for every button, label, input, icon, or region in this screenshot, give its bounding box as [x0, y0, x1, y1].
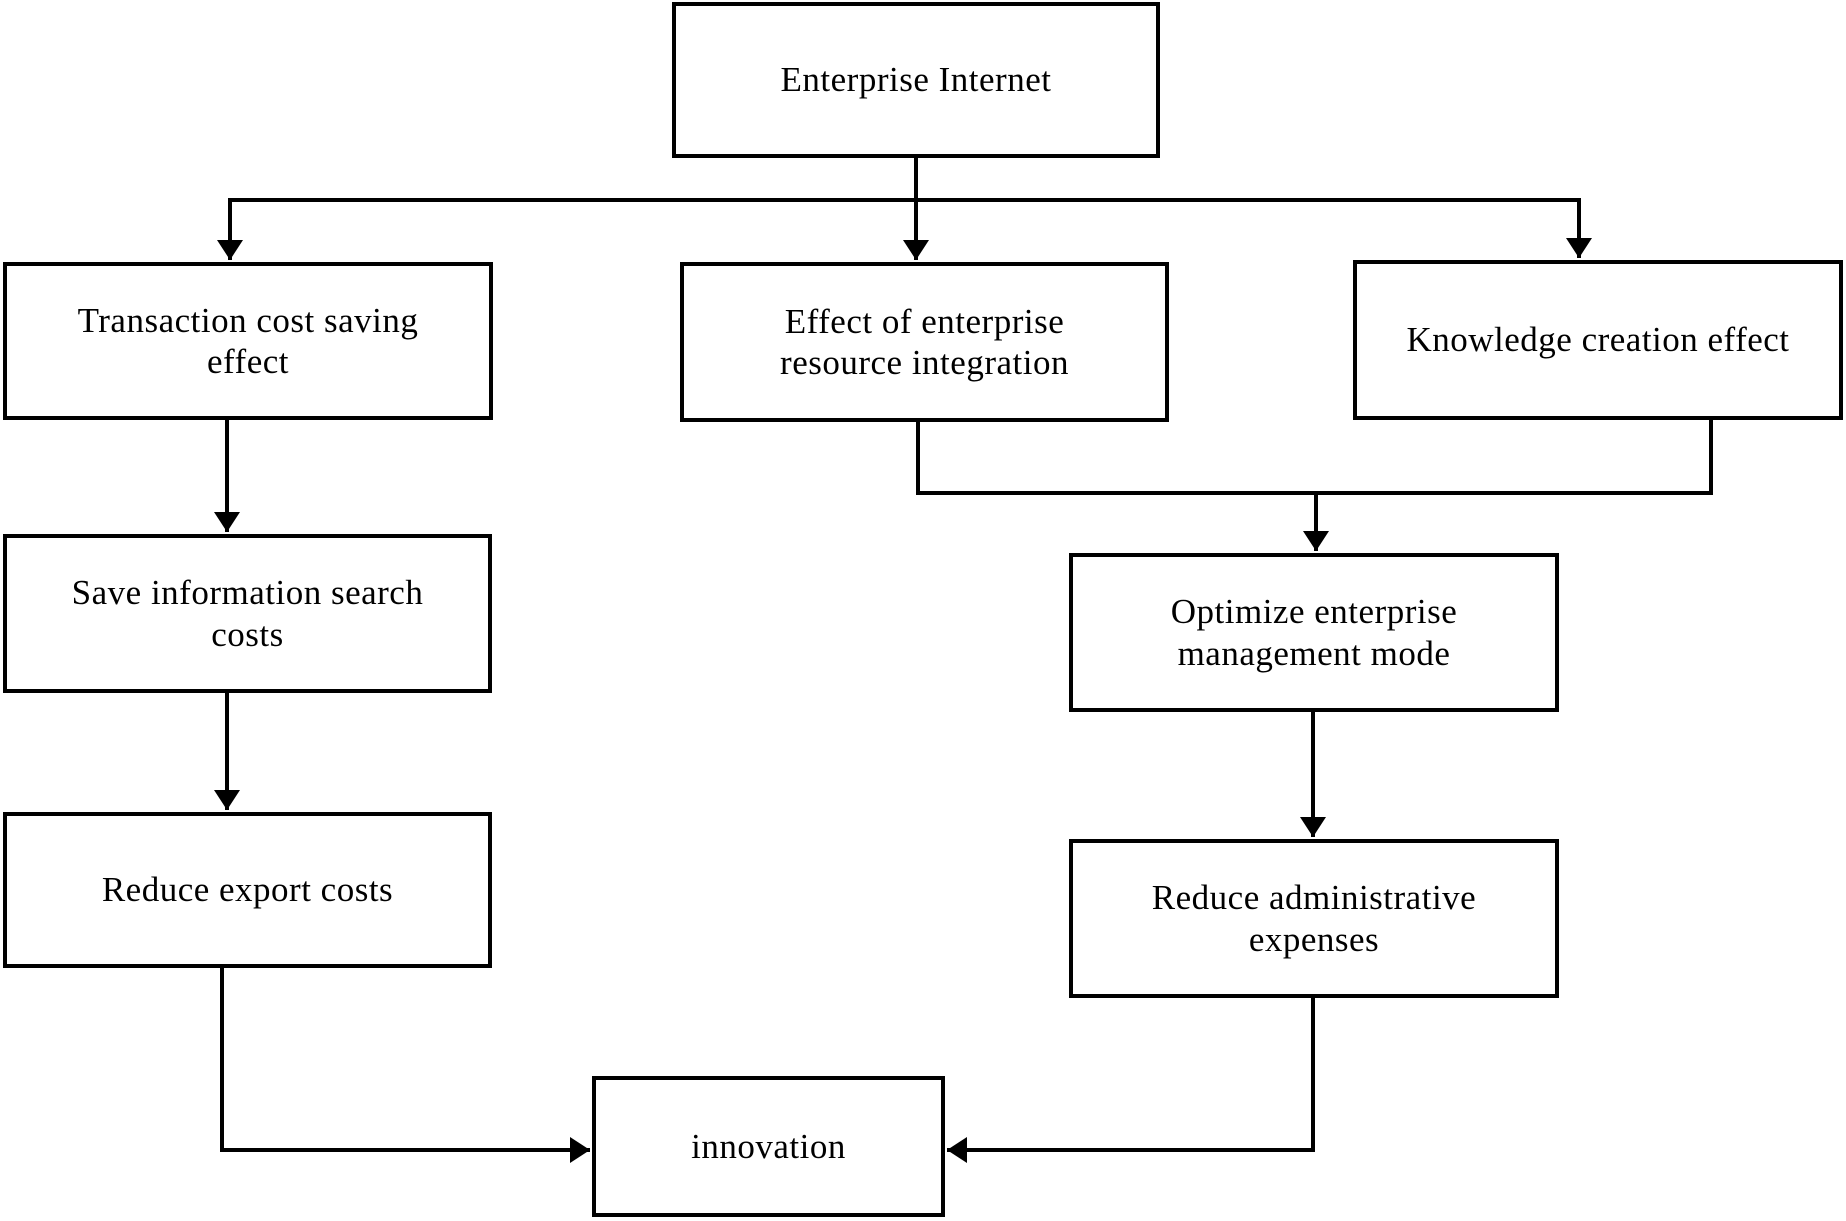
node-label: Save information search costs: [71, 573, 424, 654]
node-label: Enterprise Internet: [780, 60, 1052, 100]
node-save-information-search-costs: Save information search costs: [3, 534, 492, 693]
node-label: Reduce administrative expenses: [1151, 878, 1477, 959]
edge-reduce-export-to-innovation: [220, 968, 590, 1163]
node-label: Reduce export costs: [101, 870, 394, 910]
node-reduce-administrative-expenses: Reduce administrative expenses: [1069, 839, 1559, 998]
node-label: Transaction cost saving effect: [77, 300, 419, 381]
node-reduce-export-costs: Reduce export costs: [3, 812, 492, 968]
node-optimize-enterprise-management-mode: Optimize enterprise management mode: [1069, 553, 1559, 712]
node-innovation: innovation: [592, 1076, 945, 1217]
node-knowledge-creation-effect: Knowledge creation effect: [1353, 260, 1843, 420]
edge-reduce-admin-to-innovation: [947, 998, 1315, 1163]
node-enterprise-internet: Enterprise Internet: [672, 2, 1160, 158]
node-label: Knowledge creation effect: [1406, 320, 1790, 360]
node-label: Effect of enterprise resource integratio…: [780, 301, 1069, 382]
node-label: innovation: [691, 1126, 846, 1166]
node-label: Optimize enterprise management mode: [1170, 592, 1458, 673]
node-effect-of-enterprise-resource-integration: Effect of enterprise resource integratio…: [680, 262, 1169, 422]
node-transaction-cost-saving-effect: Transaction cost saving effect: [3, 262, 493, 420]
